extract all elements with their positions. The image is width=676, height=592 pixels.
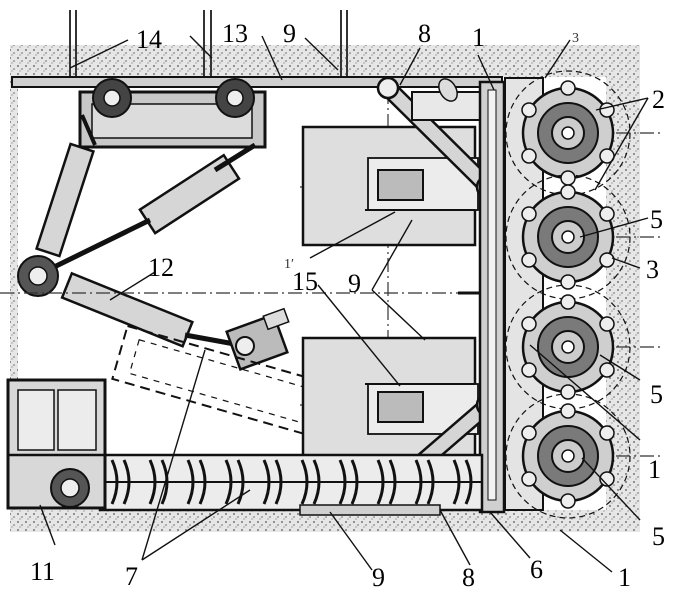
drive-box: [6, 378, 107, 510]
label-1-bottom: 1: [618, 563, 631, 592]
label-8-top: 8: [418, 19, 431, 48]
boom-cylinders: [17, 114, 257, 348]
label-14: 14: [136, 25, 162, 54]
label-7: 7: [125, 562, 138, 591]
label-5-a: 5: [650, 205, 663, 234]
label-11: 11: [30, 557, 55, 586]
label-9-mid: 9: [348, 269, 361, 298]
soil-bottom: [10, 510, 640, 532]
gripper: [225, 307, 290, 371]
label-9-top: 9: [283, 19, 296, 48]
carriage: [78, 78, 267, 149]
frame-plate: [458, 80, 506, 514]
soil-top: [10, 45, 640, 77]
label-6: 6: [530, 555, 543, 584]
label-2: 2: [652, 85, 665, 114]
label-3-right: 3: [646, 255, 659, 284]
label-8-bottom: 8: [462, 563, 475, 592]
leader-lines: [39, 35, 649, 573]
label-15: 15: [292, 267, 318, 296]
label-9-bottom: 9: [372, 563, 385, 592]
soil-left: [10, 45, 18, 532]
label-3-small: 3: [572, 31, 579, 46]
screw-conveyor: [98, 453, 484, 516]
label-13: 13: [222, 19, 248, 48]
cutter-head-3: [505, 284, 631, 410]
top-rods: [69, 10, 348, 78]
label-5-b: 5: [650, 380, 663, 409]
top-actuator: [411, 78, 483, 121]
label-5-c: 5: [652, 522, 665, 551]
label-1-top: 1: [472, 23, 485, 52]
cutter-bolts: [521, 80, 615, 509]
label-1-prime: 1′: [284, 257, 294, 272]
label-1-right: 1: [648, 455, 661, 484]
top-rail: [11, 76, 503, 88]
label-12: 12: [148, 253, 174, 282]
